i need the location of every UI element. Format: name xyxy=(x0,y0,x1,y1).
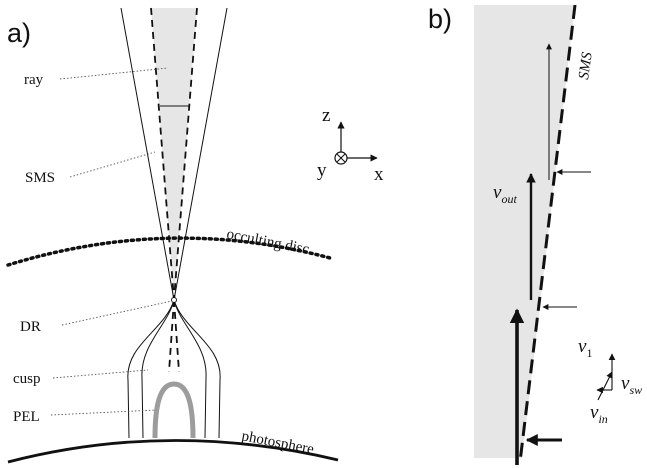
dashed-stem-right xyxy=(173,299,180,373)
occulting-disc-label: occulting disc xyxy=(225,226,311,258)
pel-label: PEL xyxy=(13,409,40,425)
x-axis-label: x xyxy=(374,164,384,185)
ray-shaded-region xyxy=(151,8,197,300)
sms-label: SMS xyxy=(25,170,55,186)
pel-loop xyxy=(152,381,196,439)
vin-label: vin xyxy=(590,402,608,426)
sms-leader xyxy=(69,151,156,178)
cusp-inner-right xyxy=(173,299,207,439)
sms-boundary-dashed xyxy=(518,4,577,463)
panel-a: a) ray SMS oc xyxy=(6,7,384,464)
dashed-stem-left xyxy=(168,299,175,373)
coordinate-axes: z y x xyxy=(317,105,384,185)
cusp-outer-left xyxy=(127,299,175,439)
panel-b-label: b) xyxy=(428,4,452,34)
photosphere-arc xyxy=(7,439,339,464)
v-out-label: vout xyxy=(493,182,517,206)
cusp-label: cusp xyxy=(13,371,41,387)
pel-leader xyxy=(50,409,157,416)
sms-line-right xyxy=(173,7,228,301)
photosphere-label: photosphere xyxy=(240,428,315,458)
v1-vector xyxy=(597,371,613,401)
ray-label: ray xyxy=(24,72,44,88)
y-axis-label: y xyxy=(317,160,327,181)
panel-a-label: a) xyxy=(7,18,31,48)
vsw-label: vsw xyxy=(621,373,642,397)
dr-leader xyxy=(61,300,173,326)
dashed-line-right xyxy=(173,7,198,301)
dr-label: DR xyxy=(20,319,41,335)
cusp-leader xyxy=(52,369,149,379)
z-axis-label: z xyxy=(322,105,330,126)
cusp-outer-right xyxy=(173,299,221,439)
ray-leader xyxy=(59,67,169,80)
panel-b-shaded-region xyxy=(474,5,575,458)
dashed-line-left xyxy=(150,7,175,301)
dr-point xyxy=(171,297,177,303)
occulting-disc-arc xyxy=(6,236,332,267)
v1-label: v1 xyxy=(578,336,592,360)
cusp-inner-left xyxy=(141,299,175,439)
panel-b-sms-label: SMS xyxy=(576,51,596,81)
panel-b: b) SMS vout v1 vsw vin xyxy=(428,4,642,465)
velocity-decomposition: v1 vsw vin xyxy=(578,336,642,426)
